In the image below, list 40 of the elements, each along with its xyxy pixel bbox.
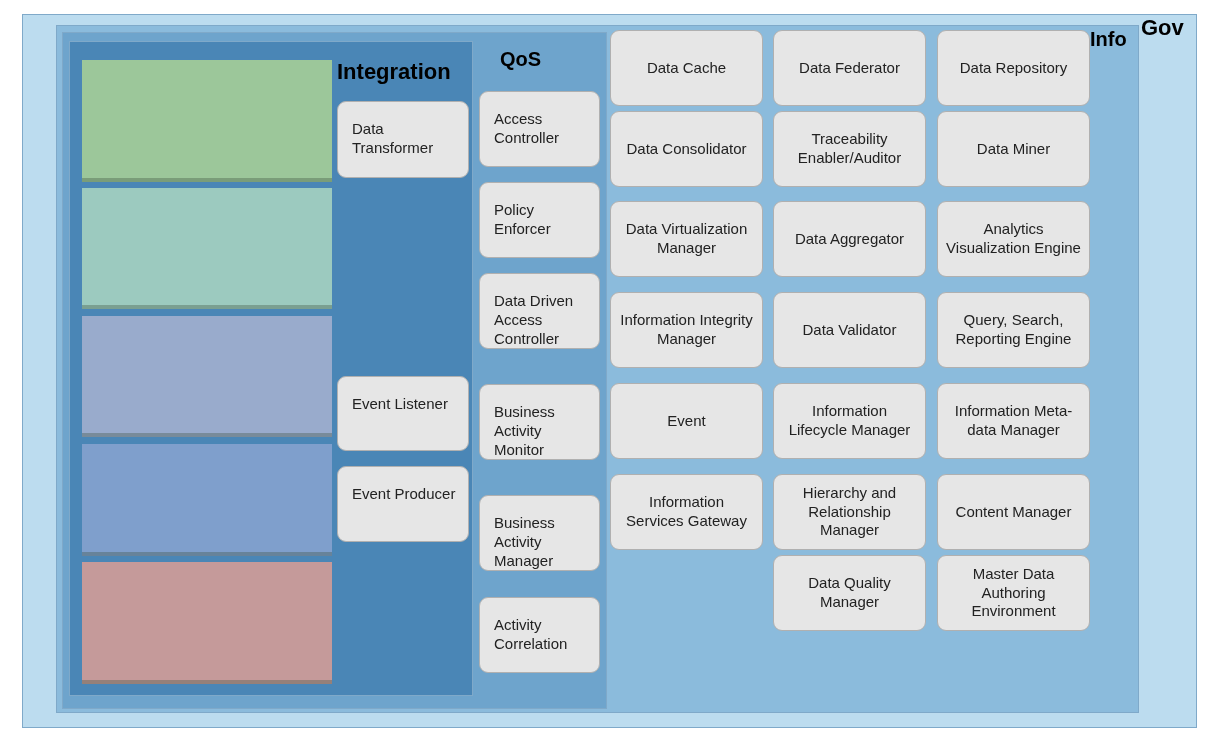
component-card: Data Validator bbox=[773, 292, 926, 368]
component-card: Access Controller bbox=[479, 91, 600, 167]
component-card: Data Quality Manager bbox=[773, 555, 926, 631]
component-card: Business Activity Monitor bbox=[479, 384, 600, 460]
component-card: Information Meta-data Manager bbox=[937, 383, 1090, 459]
component-card: Data Driven Access Controller bbox=[479, 273, 600, 349]
component-card: Event Listener bbox=[337, 376, 469, 451]
component-card: Data Federator bbox=[773, 30, 926, 106]
component-card: Master Data Authoring Environment bbox=[937, 555, 1090, 631]
layer-heading: QoS bbox=[500, 48, 542, 71]
component-card: Information Integrity Manager bbox=[610, 292, 763, 368]
component-card: Hierarchy and Relationship Manager bbox=[773, 474, 926, 550]
component-card: Event Producer bbox=[337, 466, 469, 542]
color-block bbox=[82, 316, 332, 437]
color-block bbox=[82, 562, 332, 684]
component-card: Data Miner bbox=[937, 111, 1090, 187]
component-card: Query, Search, Reporting Engine bbox=[937, 292, 1090, 368]
component-card: Data Cache bbox=[610, 30, 763, 106]
layer-heading: Integration bbox=[337, 59, 451, 85]
component-card: Analytics Visualization Engine bbox=[937, 201, 1090, 277]
layer-heading: Gov bbox=[1141, 15, 1184, 41]
color-block bbox=[82, 444, 332, 556]
color-block bbox=[82, 188, 332, 309]
component-card: Data Consolidator bbox=[610, 111, 763, 187]
component-card: Activity Correlation bbox=[479, 597, 600, 673]
component-card: Event bbox=[610, 383, 763, 459]
component-card: Traceability Enabler/Auditor bbox=[773, 111, 926, 187]
layer-panel bbox=[62, 32, 607, 709]
component-card: Business Activity Manager bbox=[479, 495, 600, 571]
component-card: Information Services Gateway bbox=[610, 474, 763, 550]
component-card: Data Virtualization Manager bbox=[610, 201, 763, 277]
component-card: Information Lifecycle Manager bbox=[773, 383, 926, 459]
color-block bbox=[82, 60, 332, 182]
component-card: Data Repository bbox=[937, 30, 1090, 106]
component-card: Data Transformer bbox=[337, 101, 469, 178]
layer-heading: Info bbox=[1090, 28, 1127, 51]
layer-panel bbox=[69, 41, 473, 696]
component-card: Policy Enforcer bbox=[479, 182, 600, 258]
component-card: Content Manager bbox=[937, 474, 1090, 550]
component-card: Data Aggregator bbox=[773, 201, 926, 277]
